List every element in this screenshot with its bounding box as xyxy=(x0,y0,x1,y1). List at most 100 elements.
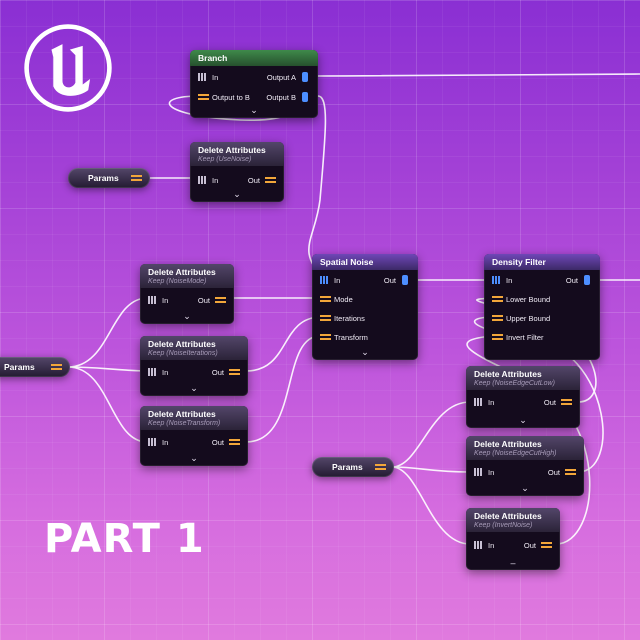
spatial-pin-icon[interactable] xyxy=(148,295,158,305)
spatial-pin-icon[interactable] xyxy=(474,467,484,477)
expand-chevron-icon[interactable]: ⌄ xyxy=(183,311,191,321)
node-subtitle: Keep (NoiseEdgeCutHigh) xyxy=(474,450,557,457)
param-pin-icon[interactable] xyxy=(131,174,142,182)
density-filter-node[interactable]: Density Filter In Out Lower Bound Upper … xyxy=(484,254,600,360)
collapse-icon[interactable]: – xyxy=(510,558,516,568)
node-subtitle: Keep (NoiseEdgeCutLow) xyxy=(474,380,555,387)
spatial-pin-icon[interactable] xyxy=(582,275,592,285)
wire-transform xyxy=(245,335,321,443)
pin-label: In xyxy=(488,398,495,407)
pin-label: Iterations xyxy=(334,314,365,323)
pin-label: In xyxy=(162,368,169,377)
pin-label: In xyxy=(162,438,169,447)
pin-label: Output A xyxy=(266,73,296,82)
expand-chevron-icon[interactable]: ⌄ xyxy=(190,453,198,463)
param-pin-icon[interactable] xyxy=(229,438,240,446)
spatial-pin-icon[interactable] xyxy=(400,275,410,285)
pin-label: Out xyxy=(565,276,578,285)
param-pin-icon[interactable] xyxy=(320,314,331,322)
pin-label: Transform xyxy=(334,333,368,342)
spatial-pin-icon[interactable] xyxy=(300,92,310,102)
pin-label: Out xyxy=(543,398,556,407)
pin-label: Out xyxy=(211,438,224,447)
node-title: Density Filter xyxy=(492,257,546,267)
node-title: Delete Attributes xyxy=(198,145,266,155)
branch-node[interactable]: Branch In Output A Output to B Output B … xyxy=(190,50,318,118)
spatial-noise-node[interactable]: Spatial Noise In Out Mode Iterations Tra… xyxy=(312,254,418,360)
param-pin-icon[interactable] xyxy=(265,176,276,184)
param-pin-icon[interactable] xyxy=(565,468,576,476)
wire-params-to-low xyxy=(391,401,471,468)
expand-chevron-icon[interactable]: ⌄ xyxy=(233,189,241,199)
node-title: Delete Attributes xyxy=(148,339,216,349)
node-subtitle: Keep (NoiseIterations) xyxy=(148,350,218,357)
param-pin-icon[interactable] xyxy=(51,363,62,371)
node-subtitle: Keep (InvertNoise) xyxy=(474,522,533,529)
wire-params-to-transform xyxy=(67,366,147,443)
node-title: Delete Attributes xyxy=(148,267,216,277)
param-pin-icon[interactable] xyxy=(492,333,503,341)
pin-label: In xyxy=(488,541,495,550)
pin-label: In xyxy=(212,176,219,185)
param-pin-icon[interactable] xyxy=(375,463,386,471)
expand-chevron-icon[interactable]: ⌄ xyxy=(519,415,527,425)
expand-chevron-icon[interactable]: ⌄ xyxy=(361,347,369,357)
param-pin-icon[interactable] xyxy=(215,296,226,304)
spatial-pin-icon[interactable] xyxy=(198,72,208,82)
params-node[interactable]: Params xyxy=(68,168,150,188)
spatial-pin-icon[interactable] xyxy=(300,72,310,82)
params-node[interactable]: Params xyxy=(0,357,70,377)
part-badge: PART 1 xyxy=(44,516,205,562)
pin-label: Invert Filter xyxy=(506,333,544,342)
expand-chevron-icon[interactable]: ⌄ xyxy=(190,383,198,393)
node-title: Delete Attributes xyxy=(474,439,542,449)
pin-label: In xyxy=(506,276,513,285)
param-pin-icon[interactable] xyxy=(541,541,552,549)
spatial-pin-icon[interactable] xyxy=(320,275,330,285)
wire-params-to-high xyxy=(391,466,471,473)
wire-params-to-invert xyxy=(391,466,471,545)
param-pin-icon[interactable] xyxy=(198,93,209,101)
pin-label: Mode xyxy=(334,295,353,304)
param-pin-icon[interactable] xyxy=(492,295,503,303)
param-pin-icon[interactable] xyxy=(561,398,572,406)
param-pin-icon[interactable] xyxy=(320,333,331,341)
spatial-pin-icon[interactable] xyxy=(148,437,158,447)
spatial-pin-icon[interactable] xyxy=(492,275,502,285)
pin-label: Out xyxy=(523,541,536,550)
wire-branch-out xyxy=(317,73,640,77)
spatial-pin-icon[interactable] xyxy=(198,175,208,185)
expand-chevron-icon[interactable]: ⌄ xyxy=(250,105,258,115)
expand-chevron-icon[interactable]: ⌄ xyxy=(521,483,529,493)
params-label: Params xyxy=(88,173,119,183)
spatial-pin-icon[interactable] xyxy=(474,540,484,550)
param-pin-icon[interactable] xyxy=(492,314,503,322)
pin-label: Upper Bound xyxy=(506,314,551,323)
pin-label: Out xyxy=(247,176,260,185)
pin-label: Output B xyxy=(266,93,296,102)
param-pin-icon[interactable] xyxy=(229,368,240,376)
pin-label: In xyxy=(488,468,495,477)
pin-label: Out xyxy=(547,468,560,477)
params-node[interactable]: Params xyxy=(312,457,394,477)
node-title: Delete Attributes xyxy=(474,369,542,379)
node-title: Spatial Noise xyxy=(320,257,374,267)
node-header: Branch xyxy=(190,50,318,66)
spatial-pin-icon[interactable] xyxy=(474,397,484,407)
param-pin-icon[interactable] xyxy=(320,295,331,303)
node-subtitle: Keep (UseNoise) xyxy=(198,156,252,163)
spatial-pin-icon[interactable] xyxy=(148,367,158,377)
